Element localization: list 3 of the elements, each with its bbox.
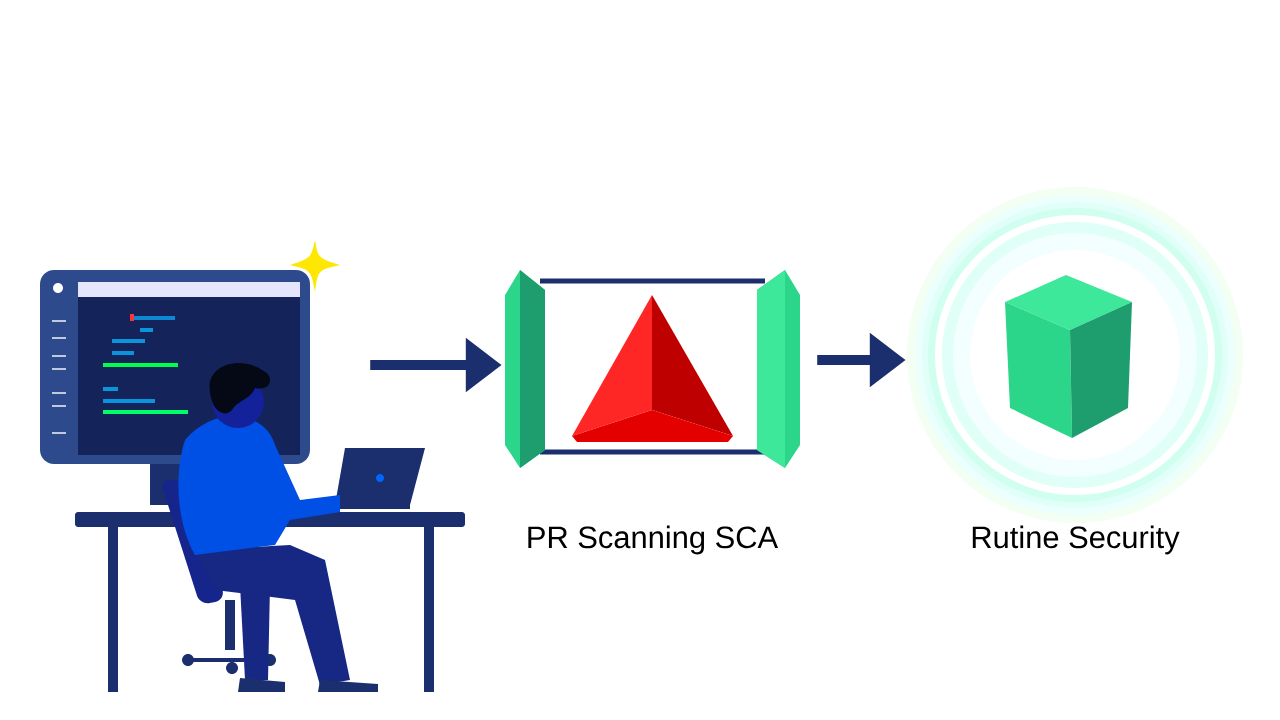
developer-drawing xyxy=(40,240,465,692)
node-label: Rutine Security xyxy=(972,525,1180,555)
node-label: PR Scanning SCA xyxy=(528,525,779,555)
